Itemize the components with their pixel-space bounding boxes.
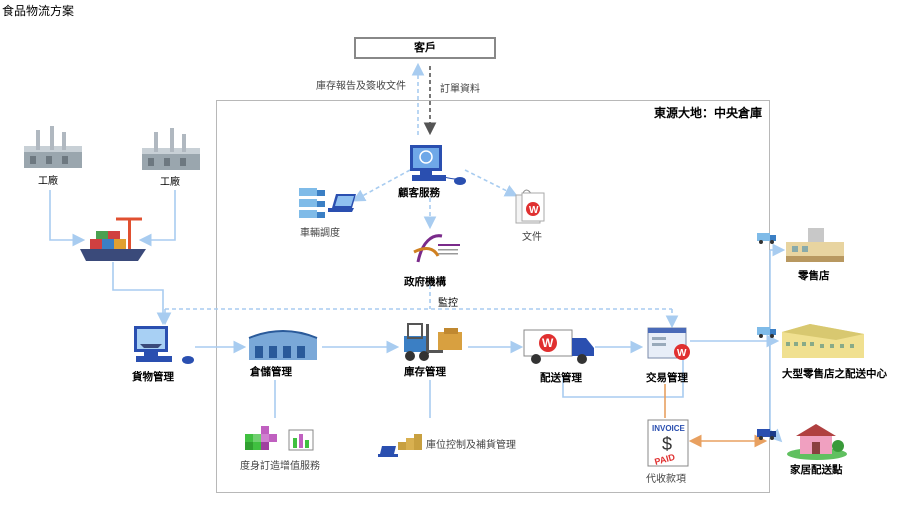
documents-label: 文件 [522,232,542,243]
retail-store-label: 零售店 [798,270,830,282]
cargo-mgmt-label: 貨物管理 [132,371,174,383]
transaction-mgmt-label: 交易管理 [646,372,688,384]
factory-1-label: 工廠 [38,176,58,187]
boxes-chart-icon [245,426,314,451]
invoice-icon: INVOICE $ PAID [647,419,689,467]
laptop-icon [328,194,356,212]
svg-text:INVOICE: INVOICE [652,424,686,433]
page-title: 食品物流方案 [2,4,75,18]
cod-label: 代收款項 [646,474,686,485]
storage-mgmt-label: 倉儲管理 [250,366,292,378]
monitoring-label: 監控 [438,298,458,309]
inventory-report-label: 庫存報告及簽收文件 [316,81,406,92]
retail-store-icon [786,228,844,262]
government-label: 政府機構 [404,276,446,288]
small-truck-icon [757,327,776,338]
customer-service-label: 顧客服務 [398,187,440,199]
svg-text:W: W [677,348,687,359]
delivery-mgmt-label: 配送管理 [540,372,582,384]
truck-fleet-icon [299,188,325,218]
government-logo-icon [413,234,460,263]
small-truck-icon [757,429,776,440]
delivery-truck-icon: W [523,329,594,364]
home-icon [787,424,847,460]
vehicle-dispatch-label: 車輛調度 [300,228,340,239]
svg-text:$: $ [662,434,672,454]
home-delivery-label: 家居配送點 [790,464,843,476]
warehouse-icon [248,330,318,360]
factory-icon [142,128,200,170]
transaction-screen-icon: W [647,327,690,360]
location-control-label: 庫位控制及補貨管理 [426,440,516,451]
factory-icon [24,126,82,168]
order-info-label: 訂單資料 [440,84,480,95]
shopping-bag-icon: W [515,189,545,224]
computer-headset-icon [410,145,466,185]
forklift-icon [404,323,462,361]
monitor-cargo-icon [134,326,194,364]
svg-text:W: W [542,336,554,350]
cargo-ship-icon [80,217,146,261]
distribution-center-label: 大型零售店之配送中心 [782,368,887,380]
small-truck-icon [757,233,776,244]
value-added-label: 度身訂造增值服務 [240,461,320,472]
inventory-mgmt-label: 庫存管理 [404,366,446,378]
svg-text:W: W [529,205,539,216]
boxes-laptop-icon [378,434,422,457]
factory-2-label: 工廠 [160,177,180,188]
distribution-center-icon [782,324,864,358]
warehouse-title: 東源大地：中央倉庫 [653,106,762,120]
client-box: 客戶 [354,37,496,59]
